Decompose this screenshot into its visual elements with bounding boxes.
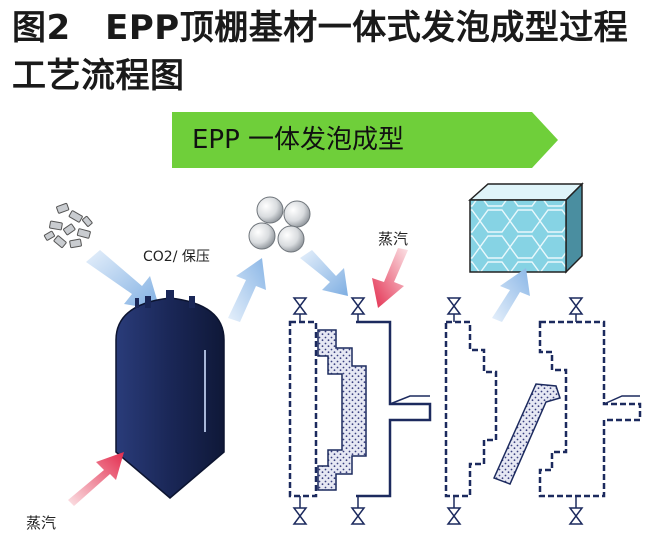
figure-title: 图2 EPP顶棚基材一体式发泡成型过程 工艺流程图 <box>12 4 652 100</box>
pressure-vessel <box>115 290 225 499</box>
banner-label: EPP 一体发泡成型 <box>192 125 405 155</box>
expanded-beads <box>248 196 311 253</box>
arrow-mold-to-block <box>492 268 530 322</box>
title-line-2: 工艺流程图 <box>12 56 185 96</box>
raw-pellets <box>43 202 93 249</box>
foam-block <box>468 182 584 274</box>
arrow-vessel-to-beads <box>228 258 266 322</box>
title-line-1: 图2 EPP顶棚基材一体式发泡成型过程 <box>12 8 629 48</box>
steam-arrow-top <box>372 248 408 308</box>
co2-pressure-label: CO2/ 保压 <box>143 249 210 265</box>
arrow-pellets-to-vessel <box>86 250 160 310</box>
steam-label-top: 蒸汽 <box>378 230 409 248</box>
process-banner-arrow <box>172 112 558 168</box>
arrow-beads-to-mold <box>300 250 348 296</box>
closed-mold <box>288 297 432 525</box>
steam-label-bottom: 蒸汽 <box>26 514 57 532</box>
opened-mold <box>444 297 642 525</box>
steam-arrow-bottom <box>68 452 124 506</box>
